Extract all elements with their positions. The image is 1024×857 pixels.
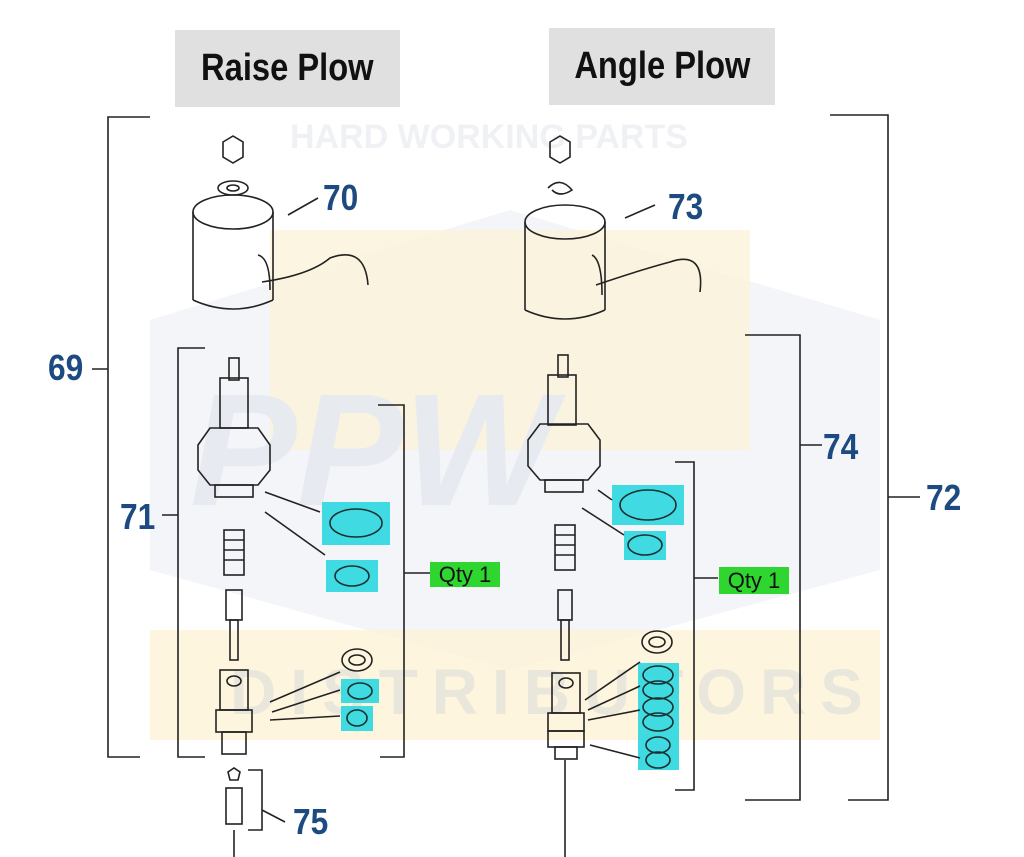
watermark-shield-icon	[150, 210, 880, 740]
solenoid-coil-70-icon	[192, 135, 369, 310]
callout-73: 73	[668, 186, 704, 227]
callout-69: 69	[48, 347, 84, 388]
bracket-75	[248, 769, 286, 831]
qty-label-angle: Qty 1	[719, 567, 789, 594]
watermark-logo	[90, 150, 940, 750]
solenoid-coil-73-icon	[524, 135, 702, 320]
header-raise-plow-label: Raise Plow	[201, 47, 374, 89]
watermark-arc-text: HARD WORKING PARTS	[290, 118, 688, 156]
callout-72: 72	[926, 477, 962, 518]
bracket-74	[745, 334, 822, 801]
header-angle-plow: Angle Plow	[549, 28, 775, 105]
highlight-oring	[612, 485, 684, 525]
oring-icons	[329, 489, 677, 769]
callout-71: 71	[120, 496, 156, 537]
bracket-69	[92, 116, 150, 758]
callout-75: 75	[293, 801, 329, 842]
qty-label-raise: Qty 1	[430, 562, 500, 587]
bracket-qty-angle	[675, 461, 718, 791]
valve-cartridge-angle-icon	[527, 354, 673, 760]
valve-cartridge-raise-icon	[197, 357, 373, 825]
bracket-71	[162, 347, 205, 758]
callout-70: 70	[323, 177, 359, 218]
bracket-qty-raise	[378, 404, 430, 758]
header-angle-plow-label: Angle Plow	[573, 45, 751, 87]
callout-74: 74	[823, 426, 859, 467]
header-raise-plow: Raise Plow	[175, 30, 400, 107]
bracket-72	[830, 114, 920, 801]
